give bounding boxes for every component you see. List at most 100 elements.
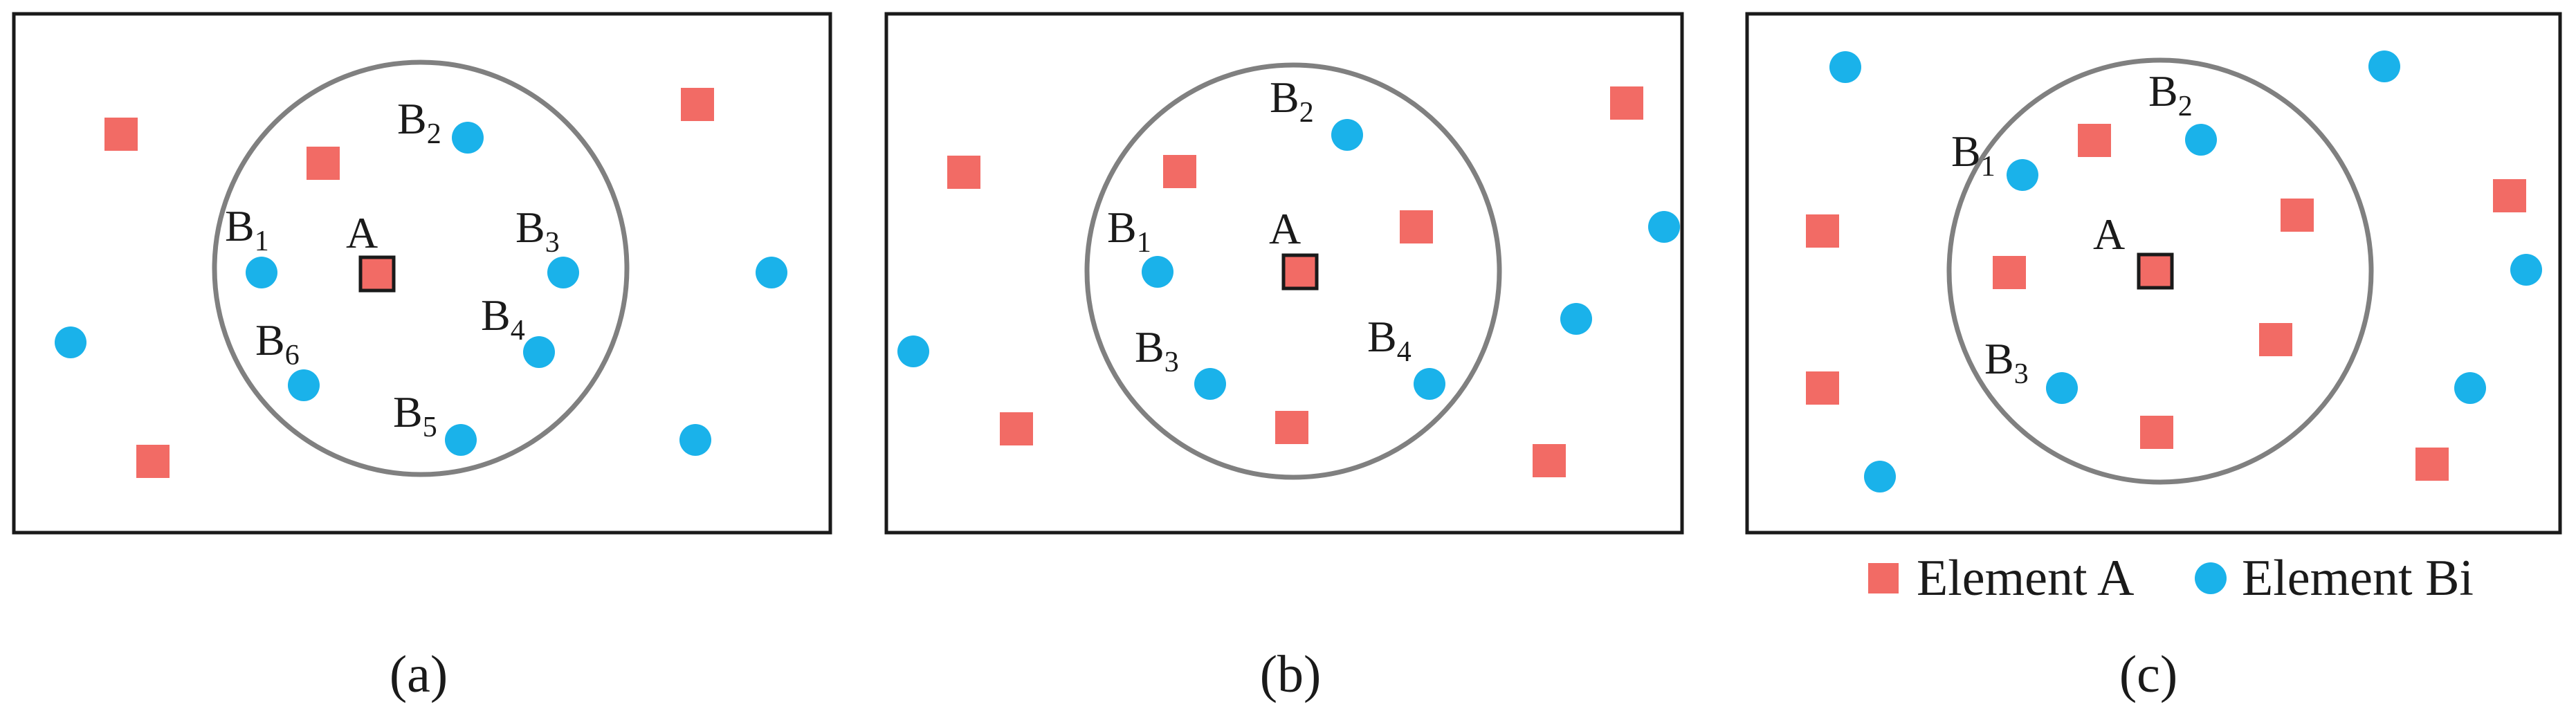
label-base: B: [397, 94, 427, 143]
element-a-marker: [307, 147, 340, 180]
center-label-a: A: [2093, 210, 2125, 259]
element-b-marker: [1331, 119, 1363, 151]
element-b-marker: [2046, 372, 2078, 404]
legend-element-a-swatch: [1868, 563, 1899, 593]
element-b-marker: [756, 257, 787, 288]
label-subscript: 1: [1137, 227, 1151, 259]
label-base: B: [1951, 127, 1981, 176]
element-a-marker: [2078, 124, 2111, 157]
element-b-marker: [1864, 461, 1896, 492]
label-b5: B5: [393, 387, 437, 443]
element-a-marker: [2493, 179, 2526, 212]
label-base: B: [1984, 334, 2014, 383]
element-a-marker: [1275, 411, 1308, 444]
element-b-marker: [2185, 124, 2217, 156]
label-b3: B3: [515, 203, 560, 259]
label-b3: B3: [1984, 334, 2029, 390]
element-b-marker: [547, 257, 579, 288]
element-b-marker: [1829, 51, 1861, 83]
label-base: B: [1107, 203, 1137, 252]
element-a-marker: [1163, 155, 1196, 188]
element-a-marker: [1533, 444, 1566, 477]
label-subscript: 6: [285, 340, 300, 371]
label-b2: B2: [2148, 66, 2193, 122]
caption-c: (c): [2119, 645, 2177, 703]
element-a-marker: [1610, 86, 1643, 120]
panel-a: A B2 B1 B3 B4 B6 B5: [12, 12, 832, 535]
label-b2: B2: [1270, 73, 1314, 129]
element-a-marker: [1000, 412, 1033, 445]
element-b-marker: [1194, 368, 1226, 400]
element-b-marker: [2454, 372, 2486, 404]
element-b-marker: [1560, 303, 1592, 335]
label-b1: B1: [1951, 127, 1995, 183]
element-b-marker: [1648, 211, 1680, 243]
label-b6: B6: [255, 315, 300, 371]
element-b-marker: [679, 424, 711, 456]
element-a-marker: [1993, 256, 2026, 289]
element-a-marker: [2415, 448, 2449, 481]
legend: Element A Element Bi: [1868, 550, 2474, 607]
label-subscript: 2: [2178, 91, 2193, 122]
label-base: B: [225, 201, 255, 250]
caption-b: (b): [1260, 645, 1322, 703]
center-label-a: A: [1269, 204, 1301, 253]
center-element-a-marker: [2137, 252, 2174, 290]
element-b-marker: [1414, 368, 1445, 400]
label-subscript: 1: [1981, 151, 1995, 183]
element-b-marker: [452, 122, 484, 154]
legend-element-b-swatch: [2195, 562, 2227, 594]
center-element-a-marker: [1281, 253, 1319, 291]
label-base: B: [515, 203, 545, 252]
element-b-marker: [288, 369, 320, 401]
legend-element-b-label: Element Bi: [2242, 550, 2474, 607]
label-subscript: 4: [511, 315, 525, 347]
label-subscript: 3: [545, 227, 560, 259]
legend-element-a-label: Element A: [1917, 550, 2134, 607]
element-a-marker: [136, 445, 170, 478]
element-a-marker: [1400, 210, 1433, 243]
label-base: B: [2148, 66, 2178, 116]
panel-c: A B2 B1 B3: [1745, 12, 2562, 535]
label-subscript: 2: [427, 118, 441, 150]
element-b-marker: [897, 335, 929, 367]
element-a-marker: [1806, 371, 1839, 405]
panel-b: A B2 B1 B3 B4: [884, 12, 1684, 535]
label-subscript: 5: [423, 412, 437, 443]
label-b1: B1: [225, 201, 269, 257]
element-b-marker: [2510, 254, 2542, 286]
panel-b-neighborhood-ring: [1084, 62, 1502, 480]
label-base: B: [1135, 322, 1164, 371]
element-b-marker: [445, 424, 477, 456]
label-base: B: [481, 291, 511, 340]
element-a-marker: [2259, 323, 2292, 356]
label-subscript: 3: [1164, 347, 1179, 378]
element-b-marker: [246, 257, 277, 288]
element-b-marker: [55, 326, 86, 358]
label-subscript: 4: [1397, 336, 1412, 368]
label-b3: B3: [1135, 322, 1179, 378]
label-base: B: [393, 387, 423, 436]
element-b-marker: [2007, 159, 2038, 191]
center-element-a-marker: [358, 255, 396, 293]
label-b4: B4: [1367, 312, 1412, 368]
label-base: B: [1270, 73, 1299, 122]
center-label-a: A: [346, 208, 378, 257]
element-a-marker: [2140, 416, 2173, 449]
caption-a: (a): [390, 645, 448, 703]
label-subscript: 2: [1299, 97, 1314, 129]
element-a-marker: [2281, 199, 2314, 232]
label-subscript: 3: [2014, 358, 2029, 390]
element-a-marker: [1806, 214, 1839, 248]
label-b2: B2: [397, 94, 441, 150]
panel-c-neighborhood-ring: [1946, 57, 2374, 485]
label-base: B: [255, 315, 285, 365]
element-b-marker: [1142, 256, 1173, 288]
label-b1: B1: [1107, 203, 1151, 259]
element-b-marker: [2368, 50, 2400, 82]
label-base: B: [1367, 312, 1397, 361]
label-b4: B4: [481, 291, 525, 347]
element-a-marker: [104, 118, 138, 151]
element-a-marker: [947, 156, 980, 189]
